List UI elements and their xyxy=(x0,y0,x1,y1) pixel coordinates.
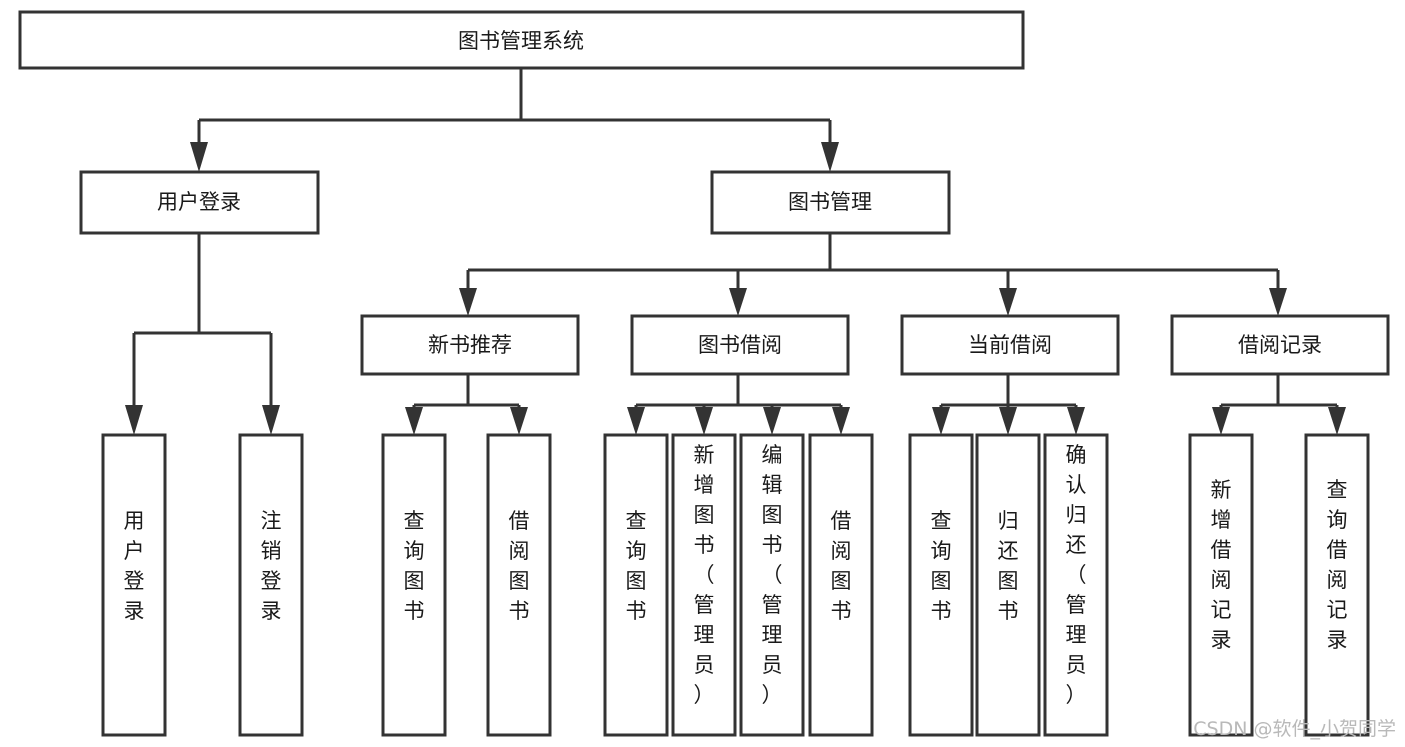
arrow-head-new-book-recommend xyxy=(459,288,477,316)
edge-group-user-login-to-leaves xyxy=(125,233,280,435)
node-user-login[interactable]: 用户登录 xyxy=(79,170,320,235)
arrow-head-leaf-logout xyxy=(262,405,280,435)
node-book-borrow[interactable]: 图书借阅 xyxy=(630,314,850,376)
leaf-borrow-book-1-box[interactable] xyxy=(486,433,552,737)
arrow-head-leaf-query-book-2 xyxy=(627,407,645,435)
watermark-label: CSDN @软件_小贺同学 xyxy=(1193,718,1396,740)
node-borrow-records-box[interactable] xyxy=(1170,314,1390,376)
leaf-query-book-1-label: 查询图书 xyxy=(404,509,425,623)
node-borrow-records-label: 借阅记录 xyxy=(1238,333,1322,357)
leaf-user-login-label: 用户登录 xyxy=(124,509,145,623)
leaf-query-book-1-box[interactable] xyxy=(381,433,447,737)
leaf-query-book-2-label: 查询图书 xyxy=(626,509,647,623)
arrow-head-leaf-borrow-book-2 xyxy=(832,407,850,435)
node-root-label: 图书管理系统 xyxy=(458,29,584,53)
leaf-node-edit-book[interactable]: 编辑图书（管理员） xyxy=(739,433,805,737)
node-current-borrow[interactable]: 当前借阅 xyxy=(900,314,1120,376)
leaf-node-query-book-current[interactable]: 查询图书 xyxy=(908,433,974,737)
arrow-head-leaf-confirm-return xyxy=(1067,407,1085,435)
node-book-management-label: 图书管理 xyxy=(788,190,872,214)
leaf-node-add-borrow-record[interactable]: 新增借阅记录 xyxy=(1188,433,1254,737)
node-book-borrow-label: 图书借阅 xyxy=(698,333,782,357)
leaf-node-query-book-borrow[interactable]: 查询图书 xyxy=(603,433,669,737)
node-book-management[interactable]: 图书管理 xyxy=(710,170,951,235)
leaf-query-book-3-label: 查询图书 xyxy=(931,509,952,623)
node-current-borrow-box[interactable] xyxy=(900,314,1120,376)
leaf-confirm-return-label: 确认归还（管理员） xyxy=(1066,443,1087,707)
leaf-query-book-2-box[interactable] xyxy=(603,433,669,737)
arrow-head-leaf-query-book-3 xyxy=(932,407,950,435)
leaf-add-record-label: 新增借阅记录 xyxy=(1211,478,1232,652)
leaf-add-book-box[interactable] xyxy=(671,433,737,737)
node-user-login-label: 用户登录 xyxy=(157,190,241,214)
arrow-head-leaf-edit-book xyxy=(763,407,781,435)
leaf-return-book-box[interactable] xyxy=(975,433,1041,737)
leaf-logout-label: 注销登录 xyxy=(261,509,282,623)
leaf-node-confirm-return[interactable]: 确认归还（管理员） xyxy=(1043,433,1109,737)
leaf-add-record-box[interactable] xyxy=(1188,433,1254,737)
leaf-edit-book-box[interactable] xyxy=(739,433,805,737)
leaf-node-borrow-book[interactable]: 借阅图书 xyxy=(808,433,874,737)
node-new-book-recommend[interactable]: 新书推荐 xyxy=(360,314,580,376)
leaf-node-user-login[interactable]: 用户登录 xyxy=(101,433,167,737)
leaf-edit-book-label: 编辑图书（管理员） xyxy=(762,443,783,707)
edge-group-borrow-records-to-leaves xyxy=(1212,374,1346,435)
edge-group-book-borrow-to-leaves xyxy=(627,374,850,435)
arrow-head-leaf-query-record xyxy=(1328,407,1346,435)
arrow-head-current-borrow xyxy=(999,288,1017,316)
leaf-node-borrow-book-recommend[interactable]: 借阅图书 xyxy=(486,433,552,737)
leaf-query-record-label: 查询借阅记录 xyxy=(1327,478,1348,652)
edge-group-new-book-to-leaves xyxy=(405,374,528,435)
arrow-head-leaf-borrow-book-1 xyxy=(510,407,528,435)
leaf-query-record-box[interactable] xyxy=(1304,433,1370,737)
leaf-borrow-book-1-label: 借阅图书 xyxy=(509,509,530,623)
node-borrow-records[interactable]: 借阅记录 xyxy=(1170,314,1390,376)
node-book-management-box[interactable] xyxy=(710,170,951,235)
arrow-head-leaf-query-book-1 xyxy=(405,407,423,435)
leaf-query-book-3-box[interactable] xyxy=(908,433,974,737)
arrow-head-leaf-return-book xyxy=(999,407,1017,435)
edge-group-current-borrow-to-leaves xyxy=(932,374,1085,435)
leaf-node-add-book[interactable]: 新增图书（管理员） xyxy=(671,433,737,737)
leaf-node-query-book-recommend[interactable]: 查询图书 xyxy=(381,433,447,737)
leaf-user-login-box[interactable] xyxy=(101,433,167,737)
arrow-head-leaf-user-login xyxy=(125,405,143,435)
edge-group-book-mgmt-to-level3 xyxy=(459,233,1287,316)
leaf-borrow-book-2-label: 借阅图书 xyxy=(831,509,852,623)
arrow-head-borrow-records xyxy=(1269,288,1287,316)
leaf-logout-box[interactable] xyxy=(238,433,304,737)
leaf-add-book-label: 新增图书（管理员） xyxy=(694,443,715,707)
node-current-borrow-label: 当前借阅 xyxy=(968,333,1052,357)
node-new-book-recommend-label: 新书推荐 xyxy=(428,333,512,357)
leaf-node-return-book[interactable]: 归还图书 xyxy=(975,433,1041,737)
node-root-box[interactable] xyxy=(18,10,1025,70)
arrow-head-leaf-add-record xyxy=(1212,407,1230,435)
node-user-login-box[interactable] xyxy=(79,170,320,235)
edge-group-root-to-level2 xyxy=(190,68,839,172)
node-book-borrow-box[interactable] xyxy=(630,314,850,376)
leaf-node-query-borrow-record[interactable]: 查询借阅记录 xyxy=(1304,433,1370,737)
leaf-return-book-label: 归还图书 xyxy=(998,509,1019,623)
arrow-head-leaf-add-book xyxy=(695,407,713,435)
leaf-borrow-book-2-box[interactable] xyxy=(808,433,874,737)
arrow-head-user-login xyxy=(190,142,208,172)
arrow-head-book-mgmt xyxy=(821,142,839,172)
leaf-confirm-return-box[interactable] xyxy=(1043,433,1109,737)
arrow-head-book-borrow xyxy=(729,288,747,316)
node-root[interactable]: 图书管理系统 xyxy=(18,10,1025,70)
leaf-node-logout[interactable]: 注销登录 xyxy=(238,433,304,737)
node-new-book-recommend-box[interactable] xyxy=(360,314,580,376)
